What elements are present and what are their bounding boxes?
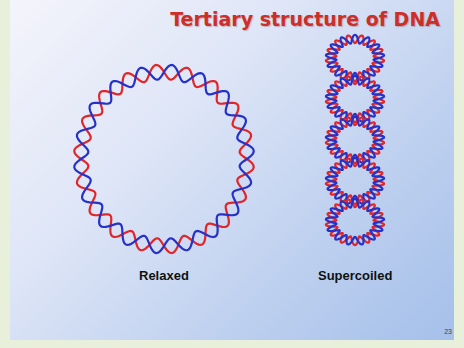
slide-title-slot: Tertiary structure of DNA [170, 8, 440, 30]
supercoil-strand [326, 117, 384, 163]
supercoil-strand [326, 76, 384, 122]
slide-background: Tertiary structure of DNA Relaxed Supercoi… [10, 0, 454, 340]
dna-strand [74, 65, 253, 253]
supercoil-strand [326, 35, 384, 81]
supercoil-strand [326, 199, 384, 245]
structure-label: Supercoiled [318, 268, 392, 283]
page-number: 23 [444, 328, 452, 335]
supercoil-strand [326, 158, 384, 204]
supercoil-strand [326, 76, 384, 122]
structure-label-slot: Supercoiled [318, 268, 392, 283]
supercoil-strand [326, 158, 384, 204]
structure-label: Relaxed [139, 268, 189, 283]
supercoil-strand [326, 199, 384, 245]
slide-title: Tertiary structure of DNA [170, 8, 440, 30]
structure-label-slot: Relaxed [139, 268, 189, 283]
dna-strand [74, 65, 253, 253]
dna-illustration [10, 0, 454, 340]
supercoil-strand [326, 117, 384, 163]
supercoil-strand [326, 35, 384, 81]
page-number-slot: 23 [444, 328, 452, 335]
